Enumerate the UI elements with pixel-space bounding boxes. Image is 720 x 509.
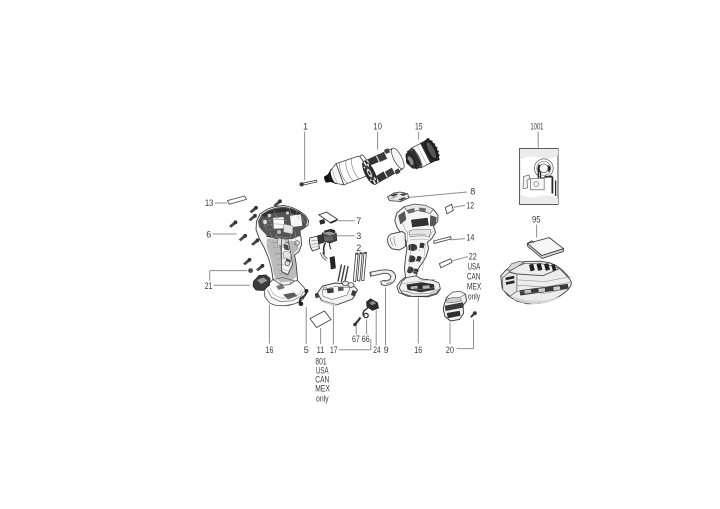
svg-text:8: 8 — [470, 186, 475, 196]
svg-text:16: 16 — [266, 345, 274, 355]
svg-text:14: 14 — [466, 233, 474, 243]
svg-text:MEX: MEX — [467, 282, 481, 292]
svg-text:10: 10 — [373, 122, 382, 132]
svg-text:21: 21 — [205, 281, 213, 291]
svg-text:CAN: CAN — [315, 375, 329, 385]
svg-text:95: 95 — [532, 215, 541, 225]
svg-text:6: 6 — [206, 229, 211, 239]
svg-text:5: 5 — [304, 345, 309, 355]
svg-text:3: 3 — [356, 231, 361, 241]
svg-text:CAN: CAN — [467, 272, 480, 282]
svg-text:USA: USA — [468, 261, 481, 271]
svg-text:1001: 1001 — [530, 122, 543, 132]
svg-text:66: 66 — [362, 334, 370, 344]
svg-text:11: 11 — [317, 345, 324, 355]
svg-text:20: 20 — [446, 345, 454, 355]
svg-text:9: 9 — [384, 345, 389, 355]
svg-text:67: 67 — [352, 334, 360, 344]
svg-text:2: 2 — [356, 243, 361, 253]
svg-text:17: 17 — [330, 345, 338, 355]
svg-text:1: 1 — [303, 122, 308, 132]
svg-text:7: 7 — [356, 216, 361, 226]
svg-text:15: 15 — [415, 122, 423, 132]
svg-text:USA: USA — [316, 366, 329, 376]
svg-text:only: only — [468, 291, 481, 301]
svg-text:801: 801 — [315, 357, 326, 367]
svg-text:metabo: metabo — [413, 217, 426, 227]
svg-text:only: only — [316, 393, 329, 403]
svg-text:12: 12 — [466, 201, 474, 211]
svg-text:MEX: MEX — [315, 383, 330, 393]
svg-text:24: 24 — [373, 345, 380, 355]
svg-text:22: 22 — [469, 252, 477, 262]
svg-text:16: 16 — [414, 345, 422, 355]
svg-text:13: 13 — [205, 198, 213, 208]
